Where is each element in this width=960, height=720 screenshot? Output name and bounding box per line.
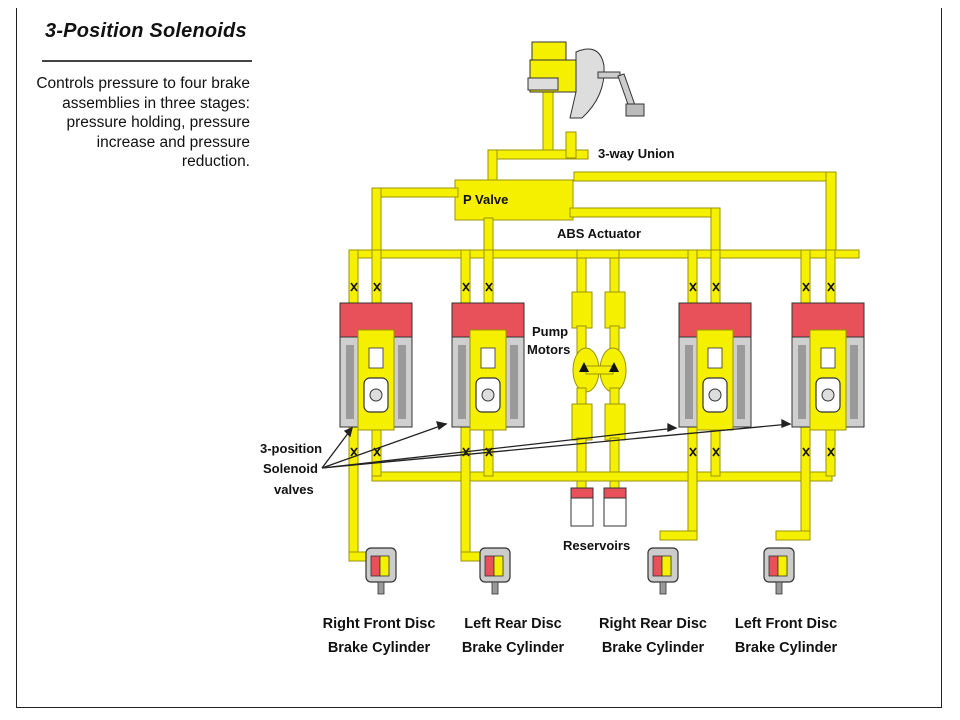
brake-label-lr-line2: Brake Cylinder [462,640,565,656]
brake-pipes [348,87,860,562]
solenoid-valve-icon [451,302,525,431]
check-valve-icon [712,447,720,457]
pump-label-line1: Pump [532,324,568,339]
brake-cylinder-icon [647,547,679,595]
pump-label-line2: Motors [527,342,570,357]
brake-label-lf-line1: Left Front Disc [735,616,837,632]
check-valve-icon [802,282,810,292]
check-valve-icon [485,282,493,292]
brake-label-rr-line2: Brake Cylinder [602,640,705,656]
solenoid-label-line1: 3-position [260,441,322,456]
check-valve-icon [712,282,720,292]
p-valve-label: P Valve [463,192,508,207]
brake-label-rf-line1: Right Front Disc [323,616,436,632]
check-valve-icon [350,282,358,292]
solenoid-label-line3: valves [274,482,314,497]
reservoirs-label: Reservoirs [563,538,630,553]
brake-label-rr-line1: Right Rear Disc [599,616,707,632]
check-valve-icon [373,282,381,292]
brake-cylinders [365,547,795,595]
check-valve-icon [802,447,810,457]
check-valve-icon [827,282,835,292]
abs-actuator-label: ABS Actuator [557,226,641,241]
brake-label-rf-line2: Brake Cylinder [328,640,431,656]
pump-arrow-icon [609,362,619,372]
check-valve-icon [689,447,697,457]
check-valve-icon [827,447,835,457]
solenoid-valve-icon [339,302,413,431]
pump-arrow-icon [579,362,589,372]
brake-label-lf-line2: Brake Cylinder [735,640,838,656]
master-cylinder-icon [527,41,645,119]
brake-cylinder-icon [479,547,511,595]
solenoid-valve-icon [791,302,865,431]
brake-cylinder-icon [763,547,795,595]
brake-cylinder-icon [365,547,397,595]
solenoid-label-line2: Solenoid [263,461,318,476]
reservoirs-icon [570,487,627,527]
brake-label-lr-line1: Left Rear Disc [464,616,562,632]
check-valve-icon [462,282,470,292]
pump-motor-icons [579,362,619,372]
slide-title: 3-Position Solenoids [45,20,247,42]
solenoid-valve-icon [678,302,752,431]
check-valve-icon [350,447,358,457]
slide-description: Controls pressure to four brake assembli… [36,75,250,170]
solenoid-pointer-lines [321,418,792,469]
check-valves [350,282,835,457]
slide-frame [16,8,942,708]
solenoid-valves [339,302,865,431]
union-label: 3-way Union [598,146,675,161]
check-valve-icon [689,282,697,292]
title-divider [42,60,252,62]
